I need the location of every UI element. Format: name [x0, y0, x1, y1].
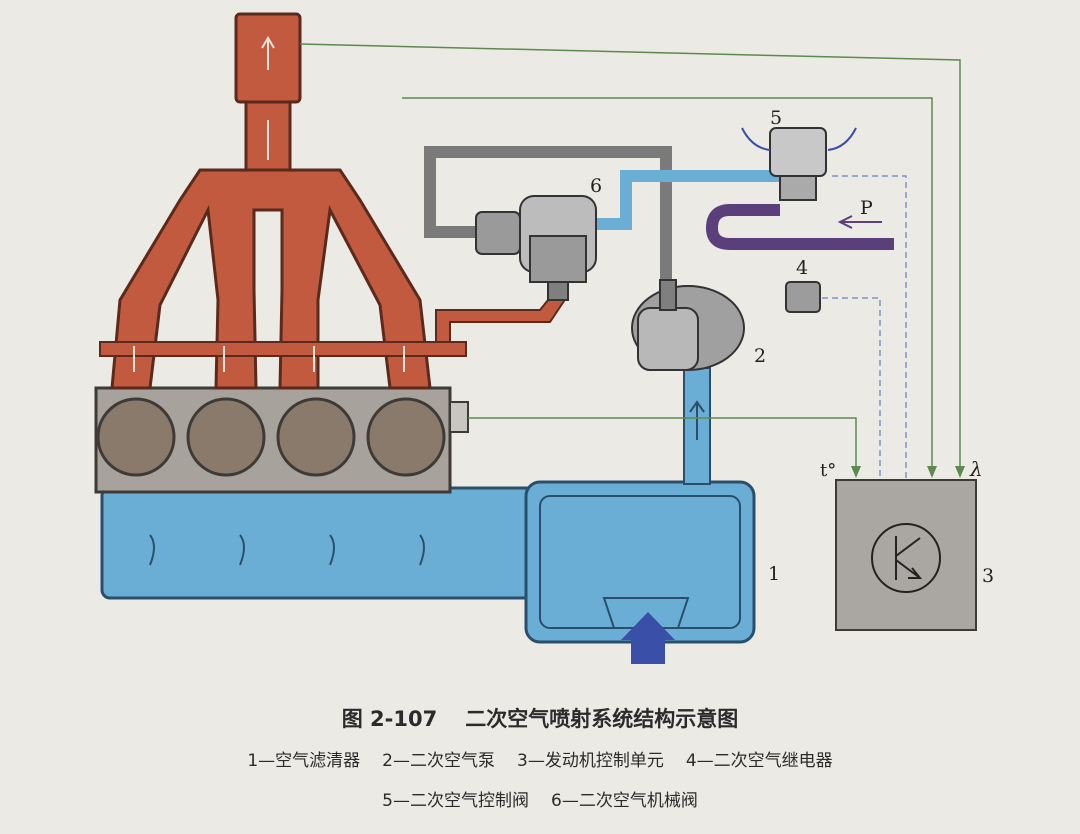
label-1: 1	[768, 563, 780, 585]
legend-item-4: 4—二次空气继电器	[685, 751, 833, 771]
legend-item-1: 1—空气滤清器	[247, 751, 361, 771]
label-4: 4	[796, 257, 808, 279]
lambda-label: λ	[969, 457, 983, 481]
vacuum-line	[705, 204, 894, 250]
secondary-air-relay	[785, 281, 881, 478]
pressure-label: P	[860, 197, 873, 219]
legend-item-6: 6—二次空气机械阀	[551, 791, 698, 811]
signal-lines	[299, 43, 961, 470]
figure-caption: 图 2-107 二次空气喷射系统结构示意图	[0, 703, 1080, 733]
label-2: 2	[754, 345, 766, 367]
temperature-label: t°	[820, 460, 836, 481]
legend-item-3: 3—发动机控制单元	[517, 751, 664, 771]
cylinder-3	[276, 397, 356, 477]
engine-block	[94, 386, 469, 494]
legend-item-5: 5—二次空气控制阀	[382, 791, 529, 811]
label-6: 6	[590, 175, 602, 197]
exhaust-manifold	[99, 12, 568, 390]
legend-line-1: 1—空气滤清器 2—二次空气泵 3—发动机控制单元 4—二次空气继电器	[0, 746, 1080, 771]
secondary-air-control-valve	[741, 127, 857, 201]
intake-manifold	[100, 486, 544, 600]
label-3: 3	[982, 565, 994, 587]
secondary-air-pump	[631, 279, 745, 371]
engine-control-unit	[835, 479, 977, 631]
legend-line-2: 5—二次空气控制阀 6—二次空气机械阀	[0, 786, 1080, 811]
legend-item-2: 2—二次空气泵	[382, 751, 495, 771]
cylinder-2	[186, 397, 266, 477]
intake-arrow-icon	[621, 612, 675, 664]
figure-number: 图 2-107	[341, 707, 438, 731]
secondary-air-mechanical-valve	[424, 146, 780, 301]
label-5: 5	[770, 107, 782, 129]
cylinder-4	[366, 397, 446, 477]
figure-title: 二次空气喷射系统结构示意图	[465, 707, 739, 731]
air-filter	[524, 480, 756, 664]
cylinder-1	[96, 397, 176, 477]
pump-inlet-pipe	[683, 367, 711, 485]
